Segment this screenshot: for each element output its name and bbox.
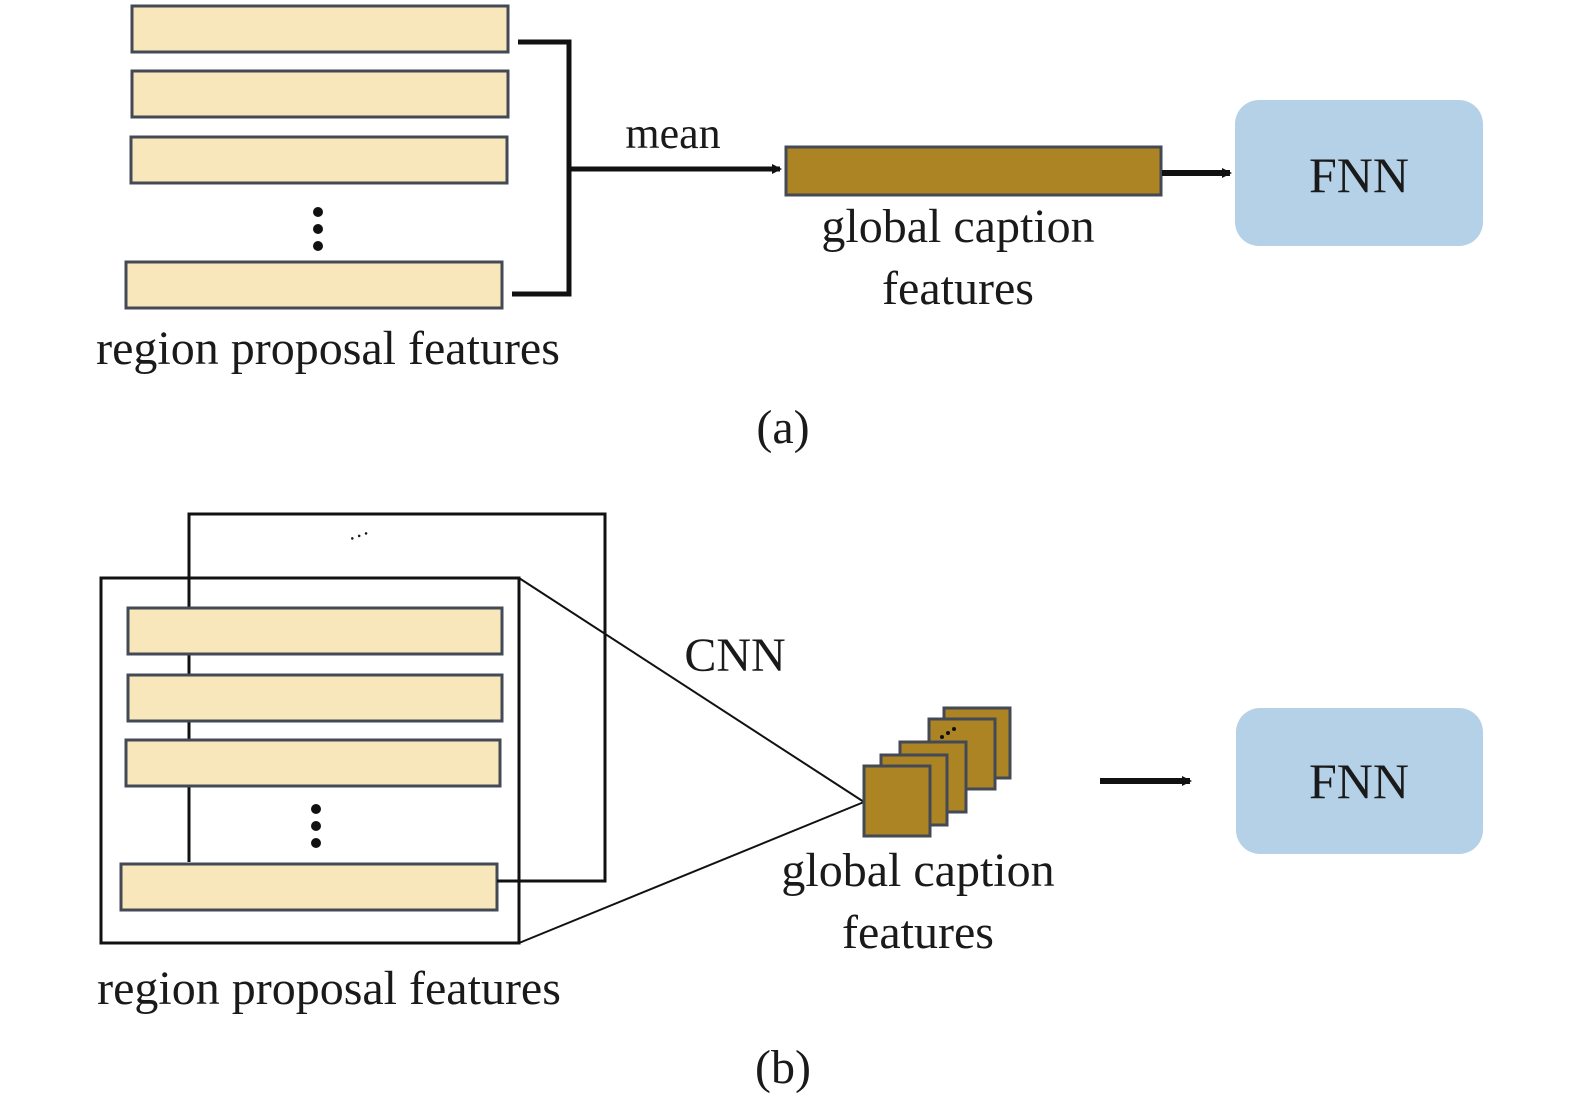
panel-b: ··· CNN xyxy=(97,512,1483,1094)
region-feature-bar xyxy=(126,673,504,723)
region-feature-bar xyxy=(130,69,510,119)
panel-a: mean global caption features FNN region … xyxy=(96,4,1483,454)
region-proposal-label: region proposal features xyxy=(96,322,560,375)
fnn-label: FNN xyxy=(1309,753,1409,809)
bracket-connector xyxy=(512,39,572,297)
vertical-ellipsis-icon xyxy=(313,207,323,251)
region-feature-bar xyxy=(124,260,504,310)
region-feature-bar xyxy=(126,606,504,656)
global-caption-label-line2: features xyxy=(842,906,994,959)
panel-caption: (a) xyxy=(756,401,809,454)
cnn-label: CNN xyxy=(684,629,785,682)
fnn-box xyxy=(1235,100,1483,246)
global-caption-label-line2: features xyxy=(882,262,1034,315)
global-caption-label-line1: global caption xyxy=(821,200,1094,253)
region-feature-bar xyxy=(130,4,510,54)
fnn-label: FNN xyxy=(1309,147,1409,203)
region-feature-bar xyxy=(124,738,502,788)
global-caption-feature-maps xyxy=(862,706,1012,838)
region-proposal-label: region proposal features xyxy=(97,962,561,1015)
projection-line-bottom xyxy=(518,801,865,944)
region-feature-bar xyxy=(129,135,509,185)
global-caption-label-line1: global caption xyxy=(781,844,1054,897)
panel-caption: (b) xyxy=(755,1041,811,1094)
vertical-ellipsis-icon xyxy=(311,804,321,848)
global-caption-feature-bar xyxy=(784,145,1163,197)
fnn-box xyxy=(1236,708,1483,854)
region-feature-bar xyxy=(119,862,499,912)
mean-label: mean xyxy=(625,109,720,158)
projection-line-top xyxy=(518,577,865,803)
diagonal-ellipsis-icon: ··· xyxy=(345,520,374,551)
